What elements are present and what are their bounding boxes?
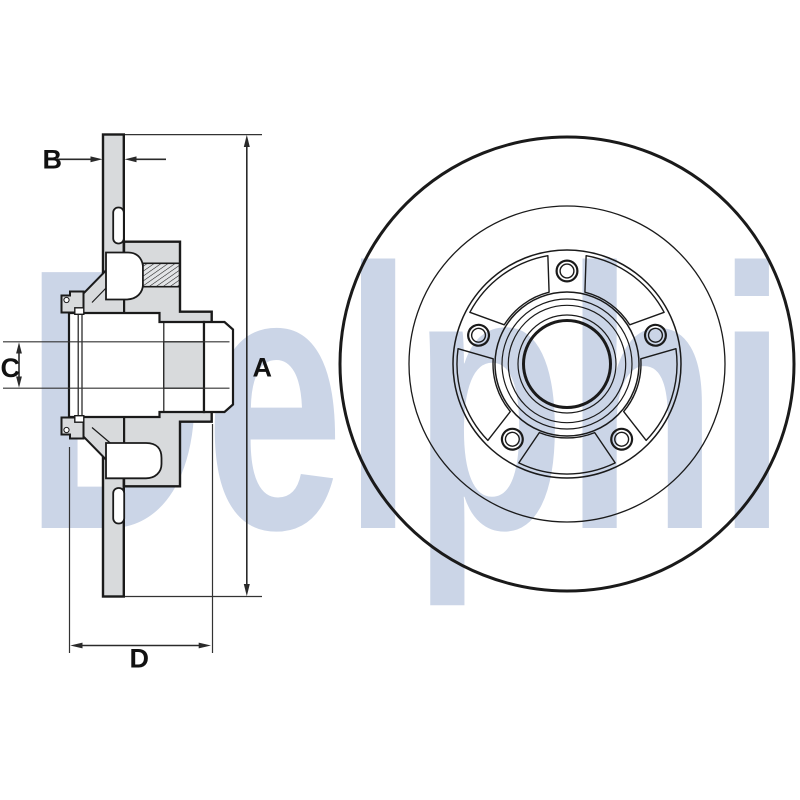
dim-c-arrow-up — [16, 342, 22, 354]
hub-boss-step-circle — [501, 298, 633, 430]
hat-cavity-lower — [105, 442, 163, 480]
dim-b-arrow-right — [90, 156, 103, 163]
cross-section-view — [3, 133, 235, 598]
bore-chamfer-circle — [517, 314, 617, 414]
hat-cavity-upper — [105, 251, 144, 301]
bolt-hole-and-opening — [500, 254, 665, 451]
tab-detail-hole-lower — [63, 426, 70, 434]
inner-race-block — [163, 341, 205, 389]
dim-d-arrow-left — [70, 642, 83, 649]
dim-c-label: C — [1, 353, 21, 383]
bolt-hole-and-opening — [456, 323, 667, 442]
plate-relief-slot-lower — [112, 487, 126, 525]
front-view — [338, 135, 796, 593]
centre-bore-circle — [522, 319, 612, 409]
bolt-hole-and-opening — [467, 323, 678, 442]
dim-d-label: D — [130, 644, 150, 674]
dim-d-arrow-right — [198, 642, 211, 649]
hub-boss-step-circle — [507, 304, 627, 424]
dimension-annotations: A B C D — [1, 134, 273, 674]
bolt-hole-and-opening — [518, 259, 616, 475]
dim-c-arrow-down — [16, 376, 22, 388]
dim-b-arrow-left — [124, 156, 137, 163]
seal-lip-upper — [74, 307, 85, 315]
dim-a-arrow-down — [243, 584, 250, 597]
seal-lip-lower — [74, 415, 85, 423]
dim-a-arrow-up — [243, 134, 250, 147]
dim-b-label: B — [43, 145, 63, 175]
bolt-hole-and-opening — [469, 254, 634, 451]
stud-thread-hatch — [142, 262, 181, 288]
plate-relief-slot-upper — [112, 206, 125, 245]
tab-detail-hole-upper — [63, 296, 70, 304]
disc-outer-edge-circle — [338, 135, 796, 593]
hub-boss-circle — [494, 291, 640, 437]
hub-flange-circle — [452, 249, 682, 479]
braking-band-inner-circle — [408, 205, 726, 523]
race-end-cap — [202, 320, 235, 414]
dim-a-label: A — [253, 353, 273, 383]
